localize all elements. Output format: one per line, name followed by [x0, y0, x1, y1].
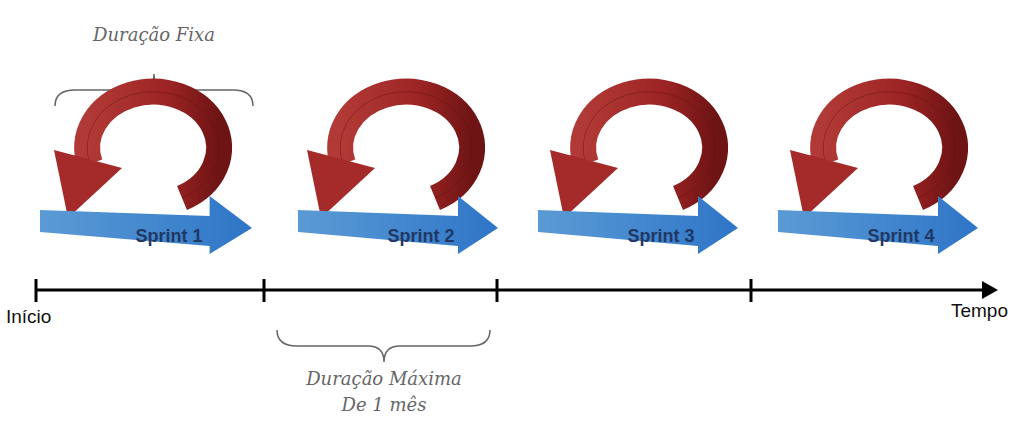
sprint-label: Sprint 2: [387, 226, 454, 247]
sprint-arrow: Sprint 4: [778, 192, 978, 254]
sprint-label: Sprint 3: [627, 226, 694, 247]
brace-note: Duração Máxima De 1 mês: [295, 366, 473, 418]
sprint-label: Sprint 1: [135, 226, 202, 247]
sprint-arrow: Sprint 1: [40, 192, 252, 254]
axis-label: Tempo: [951, 300, 1008, 322]
sprint-label: Sprint 4: [867, 226, 934, 247]
brace-note: Duração Fixa: [44, 22, 264, 48]
sprint-arrow: Sprint 3: [538, 192, 738, 254]
timeline-start: Início: [6, 306, 51, 328]
sprint-arrow: Sprint 2: [298, 192, 498, 254]
